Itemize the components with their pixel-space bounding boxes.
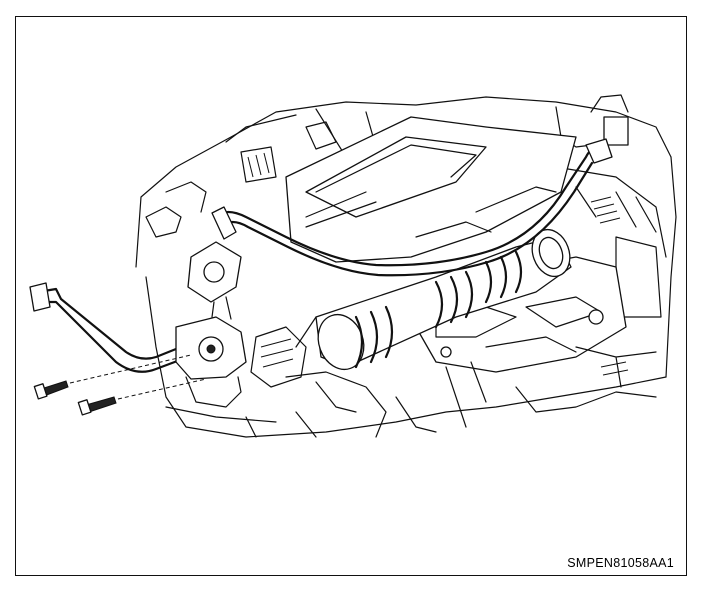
pcv-hose-short xyxy=(29,282,190,373)
hose-end-fitting xyxy=(29,282,51,312)
valve-housing xyxy=(175,241,307,408)
air-intake-duct xyxy=(285,228,572,438)
pcv-hose-long xyxy=(211,138,613,277)
mounting-bolt xyxy=(33,354,192,400)
engine-pcv-hose-illustration xyxy=(29,94,677,438)
figure-code: SMPEN81058AA1 xyxy=(567,556,674,570)
mounting-bolt xyxy=(77,378,207,416)
lower-engine-detail xyxy=(165,346,657,438)
manifold-bolt xyxy=(440,346,452,358)
manifold-bolt xyxy=(588,309,604,325)
engine-cover xyxy=(285,116,577,263)
sensor-connector xyxy=(603,116,629,146)
diagram-frame: SMPEN81058AA1 xyxy=(15,16,687,576)
